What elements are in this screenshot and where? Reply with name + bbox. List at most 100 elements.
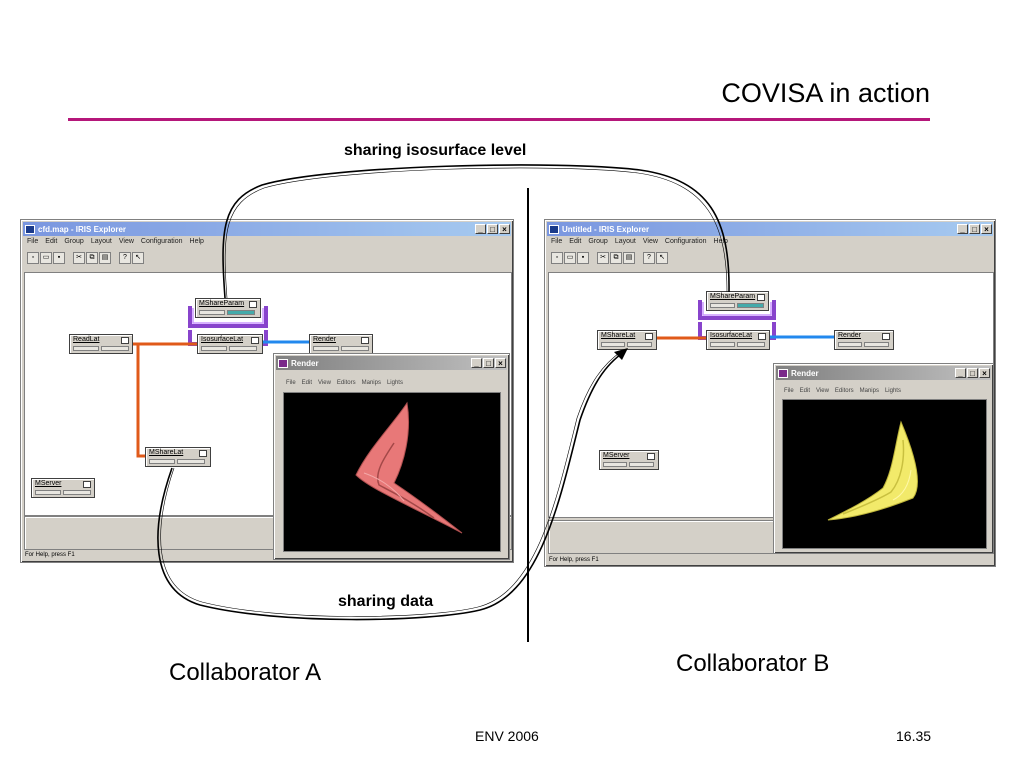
module-toggle-icon[interactable] bbox=[199, 450, 207, 457]
isosurface-render-b bbox=[827, 420, 918, 521]
render-menu-manips[interactable]: Manips bbox=[361, 380, 381, 386]
window-b-toolbar: ▫ ▭ ▪ ✂ ⧉ ▤ ? ↖ bbox=[548, 252, 668, 267]
render-window-a[interactable]: Render _ □ × File Edit View Editors Mani… bbox=[273, 353, 510, 560]
menu-file[interactable]: File bbox=[27, 238, 39, 245]
render-menu-view[interactable]: View bbox=[318, 380, 331, 386]
minimize-button[interactable]: _ bbox=[475, 224, 486, 234]
window-b-titlebar[interactable]: Untitled - IRIS Explorer _ □ × bbox=[547, 222, 993, 236]
close-button[interactable]: × bbox=[981, 224, 992, 234]
label-collaborator-b: Collaborator B bbox=[676, 650, 830, 677]
cut-icon[interactable]: ✂ bbox=[73, 252, 85, 264]
module-toggle-icon[interactable] bbox=[249, 301, 257, 308]
module-readlat-a[interactable]: ReadLat bbox=[69, 334, 133, 354]
copy-icon[interactable]: ⧉ bbox=[610, 252, 622, 264]
paste-icon[interactable]: ▤ bbox=[99, 252, 111, 264]
save-icon[interactable]: ▪ bbox=[53, 252, 65, 264]
render-menu-manips[interactable]: Manips bbox=[859, 388, 879, 394]
module-label: MShareParam bbox=[199, 300, 245, 307]
module-toggle-icon[interactable] bbox=[121, 337, 129, 344]
maximize-button[interactable]: □ bbox=[487, 224, 498, 234]
close-button[interactable]: × bbox=[495, 358, 506, 368]
minimize-button[interactable]: _ bbox=[471, 358, 482, 368]
module-mserver-a[interactable]: MServer bbox=[31, 478, 95, 498]
render-window-b-title: Render bbox=[791, 368, 819, 378]
open-folder-icon[interactable]: ▭ bbox=[40, 252, 52, 264]
module-toggle-icon[interactable] bbox=[882, 333, 890, 340]
render-menu-lights[interactable]: Lights bbox=[386, 380, 403, 386]
render-window-b[interactable]: Render _ □ × File Edit View Editors Mani… bbox=[773, 363, 994, 554]
render-window-a-titlebar[interactable]: Render _ □ × bbox=[276, 356, 507, 370]
maximize-button[interactable]: □ bbox=[967, 368, 978, 378]
module-isosurfacelat-a[interactable]: IsosurfaceLat bbox=[197, 334, 263, 354]
module-toggle-icon[interactable] bbox=[645, 333, 653, 340]
render-viewport-b[interactable] bbox=[782, 399, 987, 549]
help-icon[interactable]: ? bbox=[643, 252, 655, 264]
menu-view[interactable]: View bbox=[118, 238, 134, 245]
menu-help[interactable]: Help bbox=[713, 238, 728, 245]
menu-file[interactable]: File bbox=[551, 238, 563, 245]
render-window-a-title: Render bbox=[291, 358, 319, 368]
slide-title: COVISA in action bbox=[721, 78, 930, 108]
open-folder-icon[interactable]: ▭ bbox=[564, 252, 576, 264]
menu-edit[interactable]: Edit bbox=[45, 238, 58, 245]
module-render-a[interactable]: Render bbox=[309, 334, 373, 354]
render-menu-file[interactable]: File bbox=[286, 380, 296, 386]
save-icon[interactable]: ▪ bbox=[577, 252, 589, 264]
render-viewport-a[interactable] bbox=[283, 392, 501, 552]
menu-configuration[interactable]: Configuration bbox=[140, 238, 183, 245]
module-label: Render bbox=[313, 336, 336, 343]
module-mshareparam-b[interactable]: MShareParam bbox=[706, 291, 769, 311]
menu-layout[interactable]: Layout bbox=[614, 238, 636, 245]
cut-icon[interactable]: ✂ bbox=[597, 252, 609, 264]
menu-edit[interactable]: Edit bbox=[569, 238, 582, 245]
render-menu-view[interactable]: View bbox=[816, 388, 829, 394]
module-toggle-icon[interactable] bbox=[83, 481, 91, 488]
menu-help[interactable]: Help bbox=[189, 238, 204, 245]
render-window-b-titlebar[interactable]: Render _ □ × bbox=[776, 366, 991, 380]
module-label: MServer bbox=[603, 452, 630, 459]
new-file-icon[interactable]: ▫ bbox=[27, 252, 39, 264]
window-b-menubar: File Edit Group Layout View Configuratio… bbox=[548, 238, 728, 250]
menu-group[interactable]: Group bbox=[64, 238, 84, 245]
menu-layout[interactable]: Layout bbox=[90, 238, 112, 245]
module-toggle-icon[interactable] bbox=[251, 337, 259, 344]
module-toggle-icon[interactable] bbox=[361, 337, 369, 344]
module-msharelat-b[interactable]: MShareLat bbox=[597, 330, 657, 350]
window-a-toolbar: ▫ ▭ ▪ ✂ ⧉ ▤ ? ↖ bbox=[24, 252, 144, 267]
module-label: MShareLat bbox=[149, 449, 184, 456]
module-label: IsosurfaceLat bbox=[201, 336, 244, 343]
render-b-menubar: File Edit View Editors Manips Lights bbox=[784, 388, 901, 394]
module-isosurfacelat-b[interactable]: IsosurfaceLat bbox=[706, 330, 770, 350]
iris-explorer-icon bbox=[25, 224, 35, 234]
minimize-button[interactable]: _ bbox=[957, 224, 968, 234]
render-menu-editors[interactable]: Editors bbox=[834, 388, 854, 394]
render-menu-editors[interactable]: Editors bbox=[336, 380, 356, 386]
module-render-b[interactable]: Render bbox=[834, 330, 894, 350]
menu-configuration[interactable]: Configuration bbox=[664, 238, 707, 245]
close-button[interactable]: × bbox=[499, 224, 510, 234]
minimize-button[interactable]: _ bbox=[955, 368, 966, 378]
paste-icon[interactable]: ▤ bbox=[623, 252, 635, 264]
module-msharelat-a[interactable]: MShareLat bbox=[145, 447, 211, 467]
close-button[interactable]: × bbox=[979, 368, 990, 378]
module-toggle-icon[interactable] bbox=[758, 333, 766, 340]
context-help-icon[interactable]: ↖ bbox=[656, 252, 668, 264]
window-a-titlebar[interactable]: cfd.map - IRIS Explorer _ □ × bbox=[23, 222, 511, 236]
maximize-button[interactable]: □ bbox=[483, 358, 494, 368]
render-menu-file[interactable]: File bbox=[784, 388, 794, 394]
module-label: MShareLat bbox=[601, 332, 636, 339]
copy-icon[interactable]: ⧉ bbox=[86, 252, 98, 264]
new-file-icon[interactable]: ▫ bbox=[551, 252, 563, 264]
module-mshareparam-a[interactable]: MShareParam bbox=[195, 298, 261, 318]
render-menu-lights[interactable]: Lights bbox=[884, 388, 901, 394]
maximize-button[interactable]: □ bbox=[969, 224, 980, 234]
render-menu-edit[interactable]: Edit bbox=[799, 388, 811, 394]
module-toggle-icon[interactable] bbox=[647, 453, 655, 460]
module-toggle-icon[interactable] bbox=[757, 294, 765, 301]
menu-view[interactable]: View bbox=[642, 238, 658, 245]
context-help-icon[interactable]: ↖ bbox=[132, 252, 144, 264]
menu-group[interactable]: Group bbox=[588, 238, 608, 245]
help-icon[interactable]: ? bbox=[119, 252, 131, 264]
render-menu-edit[interactable]: Edit bbox=[301, 380, 313, 386]
module-mserver-b[interactable]: MServer bbox=[599, 450, 659, 470]
